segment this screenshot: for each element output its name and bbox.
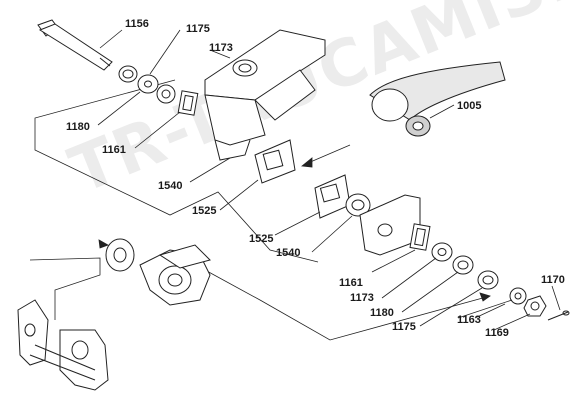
bracket-lower-1161 bbox=[359, 194, 431, 256]
nut-1175-right bbox=[477, 270, 499, 290]
label-1169: 1169 bbox=[485, 327, 509, 339]
label-1180-upper: 1180 bbox=[66, 121, 90, 133]
bushing-1540-lower bbox=[345, 193, 371, 217]
split-pin-1170 bbox=[547, 310, 570, 321]
label-1163: 1163 bbox=[457, 314, 481, 326]
plate-1525-lower bbox=[314, 174, 351, 219]
bushing-left bbox=[156, 84, 176, 104]
bracket-upper-1173 bbox=[177, 29, 326, 161]
label-1525-lower: 1525 bbox=[249, 233, 274, 245]
label-1540-lower: 1540 bbox=[276, 247, 301, 259]
nut-1175-left bbox=[118, 65, 138, 83]
assembly-lines bbox=[29, 79, 506, 341]
label-1161-lower: 1161 bbox=[339, 277, 363, 289]
label-1180-lower: 1180 bbox=[370, 307, 394, 319]
washer-1180-right bbox=[452, 255, 474, 275]
arm-1005 bbox=[369, 61, 506, 137]
label-1170: 1170 bbox=[541, 274, 565, 286]
cab-mount-assembly bbox=[105, 238, 211, 306]
label-1156: 1156 bbox=[125, 18, 149, 30]
label-1525-upper: 1525 bbox=[192, 205, 217, 217]
castle-nut-1169 bbox=[523, 295, 547, 317]
label-1173-upper: 1173 bbox=[209, 42, 233, 54]
label-1175-lower: 1175 bbox=[392, 321, 416, 333]
label-1175-upper: 1175 bbox=[186, 23, 210, 35]
bolt-1156 bbox=[37, 19, 113, 71]
label-1173-lower: 1173 bbox=[350, 292, 374, 304]
label-1005: 1005 bbox=[457, 100, 482, 112]
arrows bbox=[98, 144, 491, 302]
washer-1163 bbox=[509, 287, 527, 305]
label-1540-upper: 1540 bbox=[158, 180, 183, 192]
label-1161-upper: 1161 bbox=[102, 144, 126, 156]
leader-lines bbox=[97, 29, 561, 331]
washer-1180-left bbox=[137, 74, 159, 94]
washer-1173-right bbox=[431, 242, 453, 262]
plate-1525-upper bbox=[254, 139, 296, 184]
frame-bracket bbox=[17, 299, 109, 391]
